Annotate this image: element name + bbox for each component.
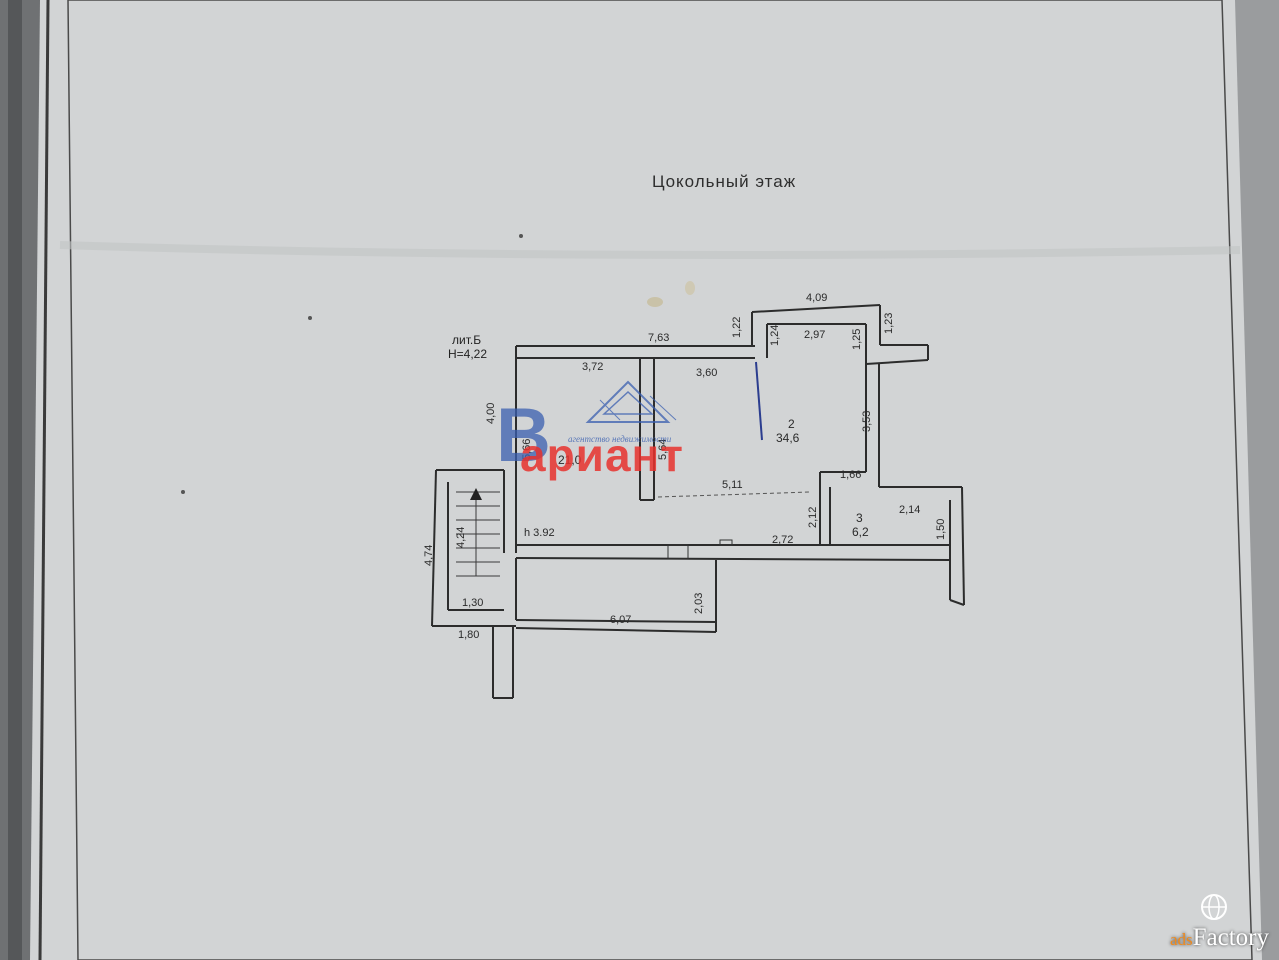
dim-474: 4,74 xyxy=(423,544,435,566)
watermark-word: ариант xyxy=(520,429,684,481)
watermark-tagline: агентство недвижимости xyxy=(568,434,672,444)
dim-360: 3,60 xyxy=(696,367,718,379)
watermark-roof-logo xyxy=(585,380,677,423)
sheet-frame xyxy=(67,0,1253,960)
dim-212: 2,12 xyxy=(807,506,819,528)
floor-walls xyxy=(431,304,965,699)
stair-direction-arrow xyxy=(470,488,482,500)
dim-123: 1,23 xyxy=(883,312,895,334)
room-2-number: 2 xyxy=(788,417,795,431)
room-2-area: 34,6 xyxy=(776,431,800,445)
room-3-area: 6,2 xyxy=(852,525,869,539)
dim-214: 2,14 xyxy=(899,504,921,516)
dim-125: 1,25 xyxy=(851,328,863,350)
stair-treads xyxy=(456,491,500,577)
dim-203: 2,03 xyxy=(693,592,705,614)
brand-prefix: ads xyxy=(1169,930,1193,949)
brand-name: Factory xyxy=(1192,924,1269,951)
watermark-initial: В xyxy=(496,393,551,478)
room-3-number: 3 xyxy=(856,511,863,525)
dim-166: 1,66 xyxy=(840,469,862,481)
globe-icon xyxy=(1201,894,1227,920)
dim-150: 1,50 xyxy=(935,518,947,540)
dim-130: 1,30 xyxy=(462,597,484,609)
dim-763: 7,63 xyxy=(648,332,670,344)
dim-409: 4,09 xyxy=(806,292,828,304)
paper-sheet xyxy=(30,0,1262,960)
dim-607: 6,07 xyxy=(610,614,632,626)
building-letter: лит.Б xyxy=(452,333,482,347)
dim-180: 1,80 xyxy=(458,629,480,641)
adsfactory-logo: adsFactory xyxy=(1170,924,1269,952)
building-height: H=4,22 xyxy=(448,347,488,361)
plan-title: Цокольный этаж xyxy=(652,172,797,191)
ceiling-height: h 3.92 xyxy=(524,527,555,539)
dim-272: 2,72 xyxy=(772,534,794,546)
room-1-area: 21,0 xyxy=(558,453,582,467)
dim-124: 1,24 xyxy=(769,324,781,346)
dim-353: 3,53 xyxy=(861,410,873,432)
dim-297: 2,97 xyxy=(804,329,826,341)
pen-mark xyxy=(755,361,763,441)
dim-511: 5,11 xyxy=(722,479,743,491)
dim-372: 3,72 xyxy=(582,361,604,373)
dim-424: 4,24 xyxy=(455,526,467,548)
dim-122: 1,22 xyxy=(731,316,743,338)
